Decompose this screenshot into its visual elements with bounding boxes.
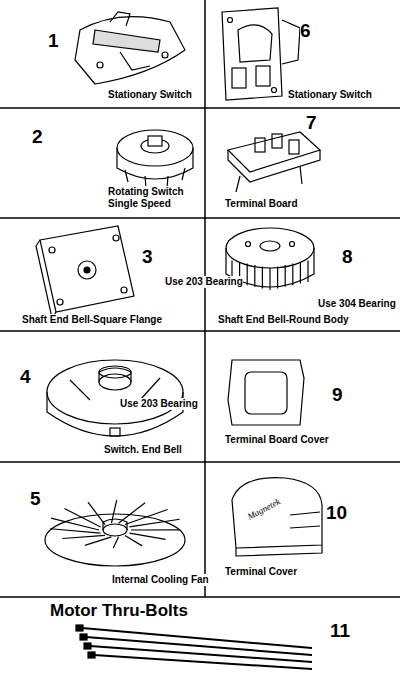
brand-mark: Magnetek xyxy=(246,496,282,522)
callout-number: 6 xyxy=(300,20,311,42)
callout-number: 5 xyxy=(30,488,41,510)
part-name: Stationary Switch xyxy=(108,89,192,101)
part-name: Motor Thru-Bolts xyxy=(50,601,188,621)
part-name: Terminal Board Cover xyxy=(225,434,329,446)
callout-number: 8 xyxy=(342,246,353,268)
part-name: Use 203 Bearing xyxy=(120,398,198,410)
part-name: Terminal Cover xyxy=(225,566,297,578)
part-name: Internal Cooling Fan xyxy=(112,574,209,586)
part-name: Switch. End Bell xyxy=(104,444,182,456)
callout-number: 2 xyxy=(32,126,43,148)
part-name: Stationary Switch xyxy=(288,89,372,101)
callout-number: 9 xyxy=(332,384,343,406)
part-name: Use 304 Bearing xyxy=(318,298,396,310)
part-name: Shaft End Bell-Round Body xyxy=(218,314,349,326)
part-name: Shaft End Bell-Square Flange xyxy=(22,314,162,326)
callout-number: 4 xyxy=(20,366,31,388)
part-name: Terminal Board xyxy=(225,198,298,210)
callout-number: 3 xyxy=(142,246,153,268)
callout-number: 7 xyxy=(306,112,317,134)
part-name: Use 203 Bearing xyxy=(165,276,243,288)
callout-number: 11 xyxy=(330,620,350,642)
callout-number: 10 xyxy=(326,502,347,524)
part-name: Rotating Switch Single Speed xyxy=(108,186,186,209)
callout-number: 1 xyxy=(48,30,59,52)
